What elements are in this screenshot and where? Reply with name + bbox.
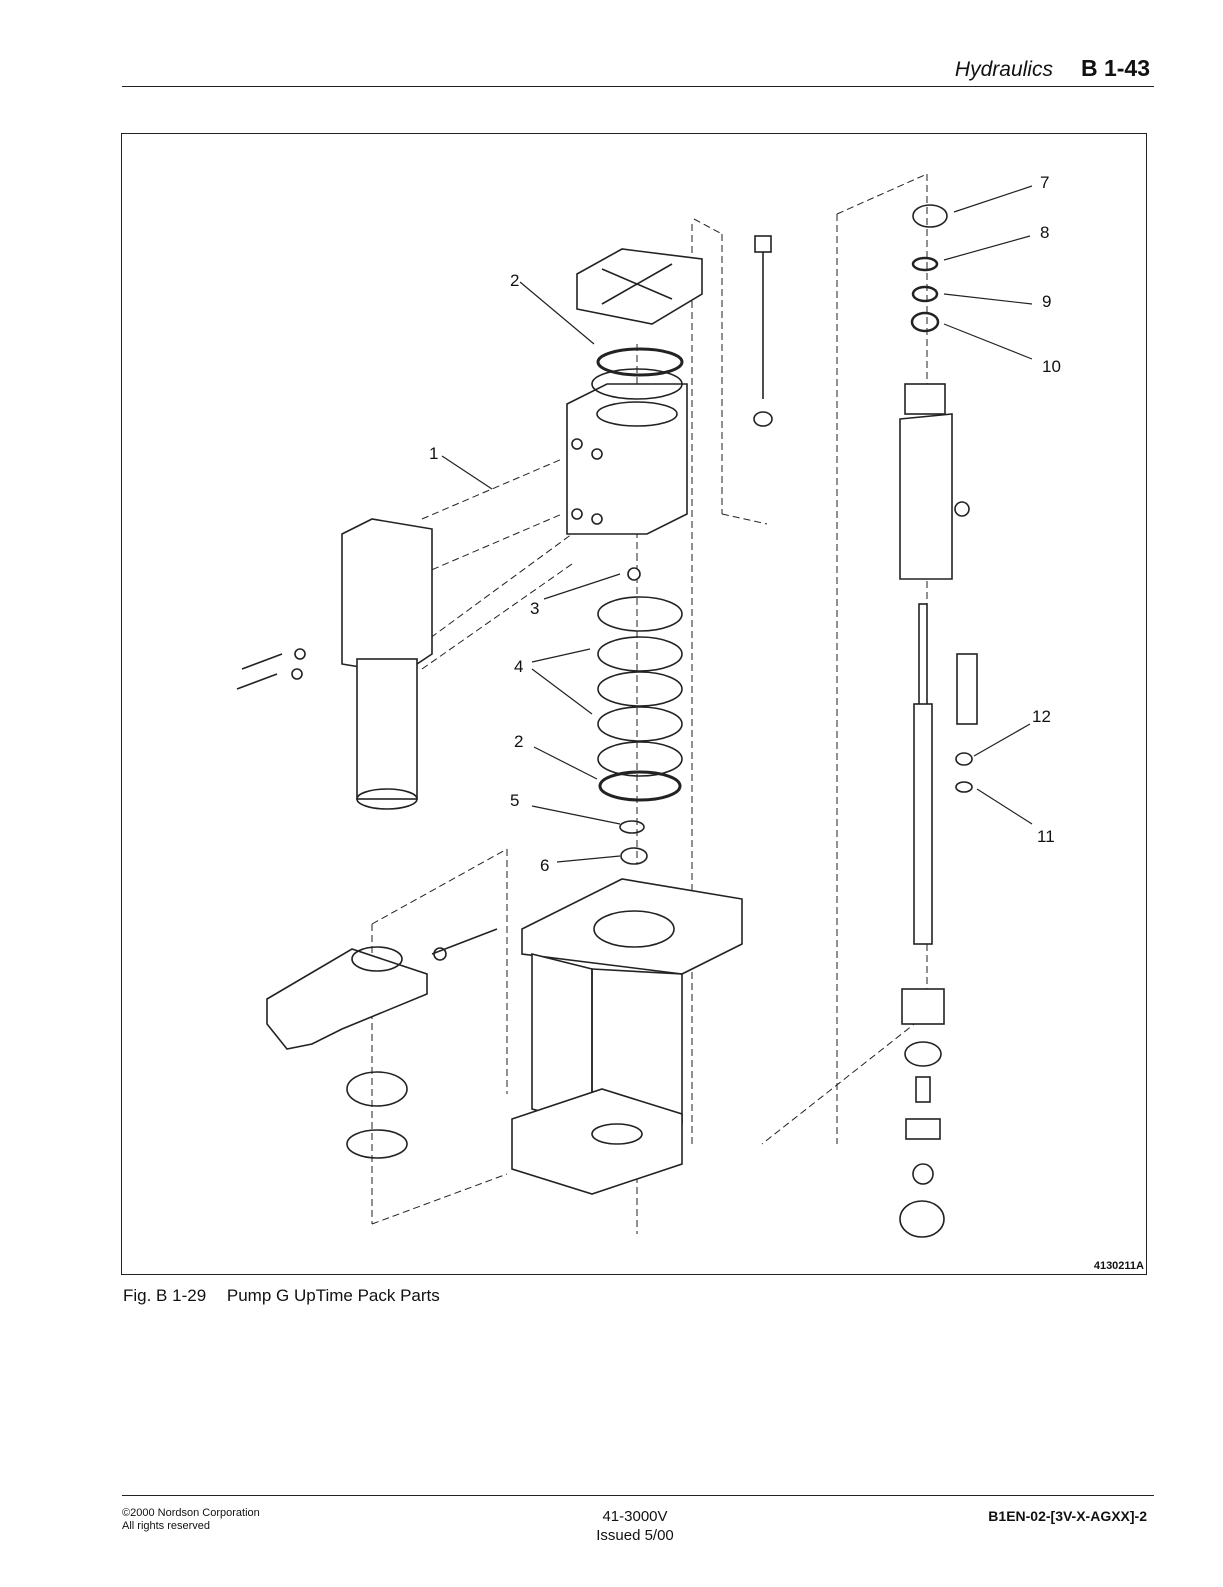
- long-tie-bolt: [754, 236, 772, 426]
- callout-9: 9: [1042, 292, 1051, 311]
- exploded-view-drawing: 1 2 2 3 4 5 6 7 8 9 10 11 12: [122, 134, 1148, 1276]
- callout-3: 3: [530, 599, 539, 618]
- pump-base-housing: [512, 879, 742, 1194]
- manifold-block: [567, 369, 687, 534]
- valve-body: [342, 519, 432, 809]
- drawing-id: 4130211A: [1094, 1260, 1144, 1272]
- figure-caption: Fig. B 1-29 Pump G UpTime Pack Parts: [123, 1286, 440, 1306]
- callout-11: 11: [1037, 827, 1055, 846]
- bearing: [621, 848, 647, 864]
- header-rule: [122, 86, 1154, 87]
- exploded-parts-figure: 1 2 2 3 4 5 6 7 8 9 10 11 12 4130211A: [121, 133, 1147, 1275]
- page-header: Hydraulics B 1-43: [955, 55, 1150, 82]
- callout-1: 1: [429, 444, 438, 463]
- issue-date: Issued 5/00: [580, 1526, 690, 1545]
- footer-doc-block: 41-3000V Issued 5/00: [580, 1507, 690, 1545]
- top-cap: [577, 249, 702, 324]
- right-parts-column: [900, 205, 977, 1237]
- spring-disc-stack: [598, 568, 682, 800]
- assembly-guide-lines: [372, 174, 927, 1234]
- lock-washer: [347, 1130, 407, 1158]
- lock-nut: [347, 1072, 407, 1106]
- o-ring-top: [598, 349, 682, 375]
- callout-4: 4: [514, 657, 523, 676]
- callout-6: 6: [540, 856, 549, 875]
- section-title: Hydraulics: [955, 58, 1053, 82]
- footer-copyright-block: ©2000 Nordson Corporation All rights res…: [122, 1507, 260, 1533]
- footer-rule: [122, 1495, 1154, 1496]
- callout-5: 5: [510, 791, 519, 810]
- callout-7: 7: [1040, 173, 1049, 192]
- coupling-arm: [267, 929, 497, 1049]
- mounting-bolts-left: [237, 649, 305, 689]
- page-number: B 1-43: [1081, 55, 1150, 82]
- copyright-text: ©2000 Nordson Corporation: [122, 1507, 260, 1520]
- callout-12: 12: [1032, 707, 1051, 726]
- callout-10: 10: [1042, 357, 1061, 376]
- footer-code: B1EN-02-[3V-X-AGXX]-2: [988, 1508, 1147, 1524]
- figure-number: Fig. B 1-29: [123, 1286, 206, 1305]
- star-washer: [620, 821, 644, 833]
- figure-title: Pump G UpTime Pack Parts: [227, 1286, 440, 1305]
- callout-2a: 2: [510, 271, 519, 290]
- doc-number: 41-3000V: [580, 1507, 690, 1526]
- callout-2b: 2: [514, 732, 523, 751]
- callout-8: 8: [1040, 223, 1049, 242]
- rights-text: All rights reserved: [122, 1520, 260, 1533]
